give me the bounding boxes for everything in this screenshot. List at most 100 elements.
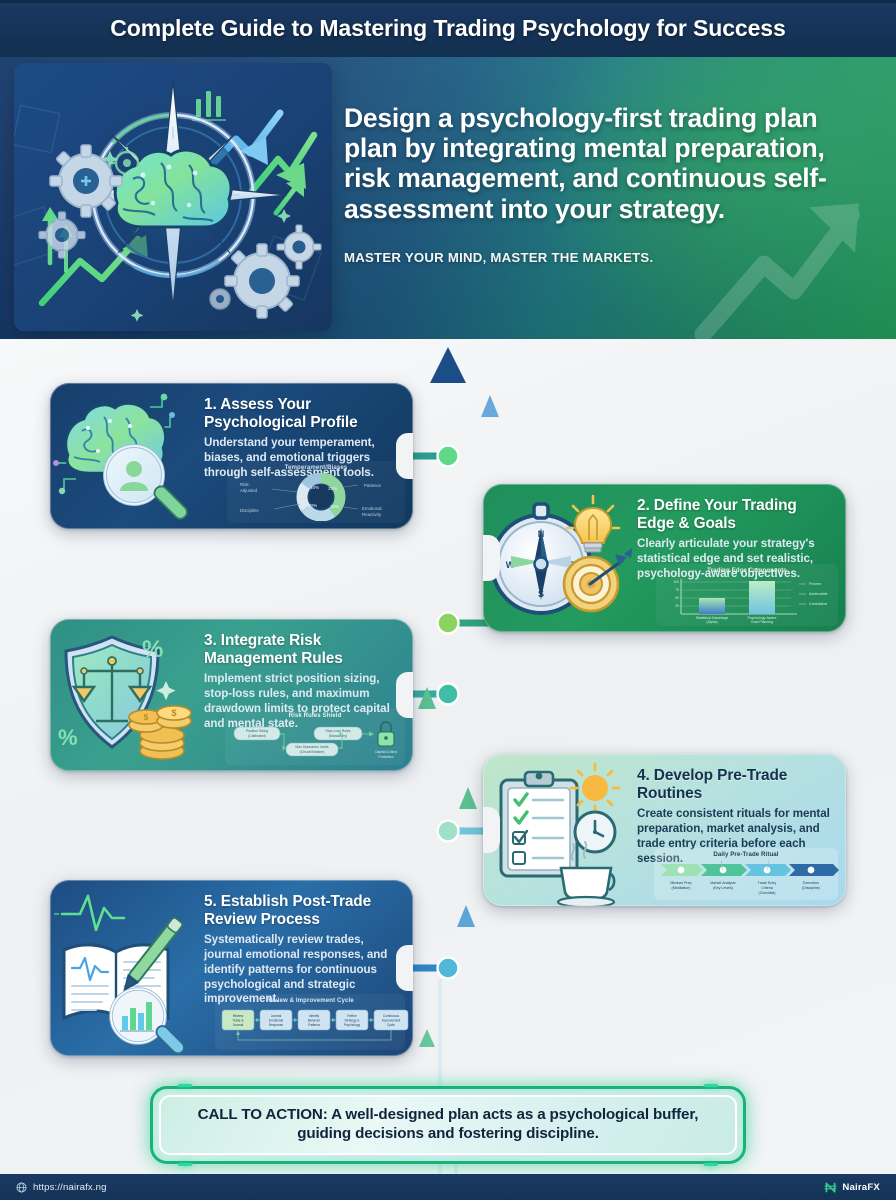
svg-text:Discipline: Discipline bbox=[240, 508, 259, 513]
svg-text:(Calibrated): (Calibrated) bbox=[248, 734, 266, 738]
svg-text:Consistent: Consistent bbox=[809, 602, 828, 606]
step-4-desc: Create consistent rituals for mental pre… bbox=[637, 807, 830, 865]
svg-text:Cycle: Cycle bbox=[387, 1023, 395, 1027]
step-2-title: 2. Define Your Trading Edge & Goals bbox=[637, 497, 797, 533]
step-1-figure: Temperament/Biases Risk-Adjusted Discipl… bbox=[227, 461, 405, 523]
footer-url: https://nairafx.ng bbox=[33, 1181, 107, 1193]
risk-rules-flow-diagram: Position Sizing(Calibrated) Max Drawdown… bbox=[233, 721, 397, 759]
svg-text:Reactivity: Reactivity bbox=[362, 512, 382, 517]
svg-text:Stop-Loss Rules: Stop-Loss Rules bbox=[326, 729, 351, 733]
svg-text:75: 75 bbox=[675, 588, 679, 592]
footer-brand-group: NairaFX bbox=[824, 1181, 880, 1194]
svg-text:Emotional: Emotional bbox=[269, 1019, 283, 1023]
step-1-figure-title: Temperament/Biases bbox=[284, 464, 348, 471]
svg-text:Emotional: Emotional bbox=[362, 506, 382, 511]
step-1-illustration bbox=[50, 383, 202, 529]
step-5-title: 5. Establish Post-Trade Review Process bbox=[204, 893, 372, 929]
svg-text:Continuous: Continuous bbox=[383, 1014, 400, 1018]
step-5-illustration bbox=[50, 880, 202, 1056]
step-4-figure-title: Daily Pre-Trade Ritual bbox=[713, 851, 779, 858]
svg-text:Patterns: Patterns bbox=[308, 1023, 320, 1027]
step-2-desc: Clearly articulate your strategy's stati… bbox=[637, 537, 815, 580]
step-4-body: 4. Develop Pre-Trade Routines Create con… bbox=[635, 754, 846, 906]
hero-banner: Design a psychology-first trading plan p… bbox=[0, 57, 896, 339]
svg-text:(Checklist): (Checklist) bbox=[759, 891, 776, 895]
svg-text:$: $ bbox=[144, 713, 149, 722]
svg-text:40%: 40% bbox=[310, 485, 319, 490]
svg-text:Adjusted: Adjusted bbox=[240, 488, 258, 493]
svg-text:Mindset Prep: Mindset Prep bbox=[670, 881, 691, 885]
svg-text:Risk-: Risk- bbox=[240, 482, 251, 487]
svg-text:Behavior: Behavior bbox=[308, 1019, 322, 1023]
svg-text:Execution: Execution bbox=[803, 881, 819, 885]
step-5-desc: Systematically review trades, journal em… bbox=[204, 933, 388, 1006]
svg-text:(Circuit Breaker): (Circuit Breaker) bbox=[300, 750, 325, 754]
svg-text:Journal: Journal bbox=[271, 1014, 282, 1018]
footer-url-group[interactable]: https://nairafx.ng bbox=[16, 1182, 107, 1193]
steps-canvas: 1. Assess Your Psychological Profile Und… bbox=[0, 339, 896, 1174]
card-notch bbox=[396, 433, 413, 479]
step-card-1[interactable]: 1. Assess Your Psychological Profile Und… bbox=[50, 383, 413, 529]
svg-text:Strategy &: Strategy & bbox=[345, 1019, 361, 1023]
hero-headline: Design a psychology-first trading plan p… bbox=[344, 103, 827, 224]
step-4-title: 4. Develop Pre-Trade Routines bbox=[637, 767, 788, 803]
card-notch bbox=[396, 672, 413, 718]
step-2-body: 2. Define Your Trading Edge & Goals Clea… bbox=[635, 484, 846, 632]
shield-scales-coins-icon: $ $ % % bbox=[58, 635, 192, 760]
svg-text:50: 50 bbox=[675, 596, 679, 600]
call-to-action[interactable]: CALL TO ACTION: A well-designed plan act… bbox=[150, 1084, 746, 1166]
svg-text:Psychology: Psychology bbox=[344, 1023, 361, 1027]
ghost-arrow-icon bbox=[694, 203, 860, 339]
step-card-2[interactable]: NS WE bbox=[483, 484, 846, 632]
svg-text:Review: Review bbox=[233, 1014, 244, 1018]
card-notch bbox=[483, 535, 500, 581]
compass-lightbulb-target-icon: NS WE bbox=[490, 494, 632, 615]
svg-text:Statistical Advantage: Statistical Advantage bbox=[696, 616, 729, 620]
svg-text:25%: 25% bbox=[328, 486, 337, 491]
brain-magnifier-profile-icon bbox=[53, 393, 188, 520]
temperament-donut-chart: Risk-Adjusted Discipline Patience Emotio… bbox=[240, 472, 382, 522]
globe-icon bbox=[16, 1182, 27, 1192]
hero-illustration bbox=[14, 63, 332, 331]
cta-tick-bottom-left bbox=[178, 1163, 192, 1166]
step-2-figure: Trading Edge Components bbox=[656, 564, 838, 626]
cta-tick-top-right bbox=[704, 1084, 718, 1087]
svg-text:Response: Response bbox=[269, 1023, 284, 1027]
cta-text: CALL TO ACTION: A well-designed plan act… bbox=[197, 1106, 699, 1142]
svg-text:Journal: Journal bbox=[233, 1023, 244, 1027]
clipboard-checklist-sun-clock-coffee-icon bbox=[499, 762, 621, 906]
step-card-3[interactable]: $ $ % % 3. Integrate Risk Management Rul… bbox=[50, 619, 413, 771]
svg-text:20%: 20% bbox=[308, 503, 317, 508]
svg-text:Trade &: Trade & bbox=[232, 1019, 244, 1023]
svg-text:100: 100 bbox=[673, 580, 679, 584]
step-2-figure-title: Trading Edge Components bbox=[707, 567, 787, 574]
svg-text:Trade Entry: Trade Entry bbox=[758, 881, 777, 885]
step-3-title: 3. Integrate Risk Management Rules bbox=[204, 632, 343, 668]
page-title-bar: Complete Guide to Mastering Trading Psyc… bbox=[0, 0, 896, 57]
card-notch bbox=[396, 945, 413, 991]
step-1-body: 1. Assess Your Psychological Profile Und… bbox=[202, 383, 413, 529]
svg-text:%: % bbox=[58, 725, 78, 750]
naira-logo-icon bbox=[824, 1182, 837, 1192]
step-4-illustration bbox=[483, 754, 635, 906]
svg-text:Position Sizing: Position Sizing bbox=[246, 729, 268, 733]
svg-text:$: $ bbox=[171, 708, 176, 718]
step-2-illustration: NS WE bbox=[483, 484, 635, 632]
journal-pen-chart-magnifier-icon bbox=[54, 894, 185, 1055]
step-1-title: 1. Assess Your Psychological Profile bbox=[204, 396, 358, 432]
step-card-4[interactable]: 4. Develop Pre-Trade Routines Create con… bbox=[483, 754, 846, 906]
svg-text:Psychology-Aware: Psychology-Aware bbox=[748, 616, 777, 620]
svg-text:(Mandatory): (Mandatory) bbox=[329, 734, 347, 738]
step-3-figure: Risk Rules Shield Position Sizing(Calibr… bbox=[225, 709, 405, 765]
svg-text:%: % bbox=[142, 636, 163, 663]
cta-tick-top-left bbox=[178, 1084, 192, 1087]
step-card-5[interactable]: 5. Establish Post-Trade Review Process S… bbox=[50, 880, 413, 1056]
svg-text:Achievable: Achievable bbox=[809, 592, 828, 596]
hero-tagline: MASTER YOUR MIND, MASTER THE MARKETS. bbox=[344, 249, 654, 265]
svg-text:Goal Planning: Goal Planning bbox=[751, 620, 773, 624]
svg-text:Proven: Proven bbox=[809, 582, 821, 586]
step-3-desc: Implement strict position sizing, stop-l… bbox=[204, 672, 390, 730]
step-3-body: 3. Integrate Risk Management Rules Imple… bbox=[202, 619, 413, 771]
